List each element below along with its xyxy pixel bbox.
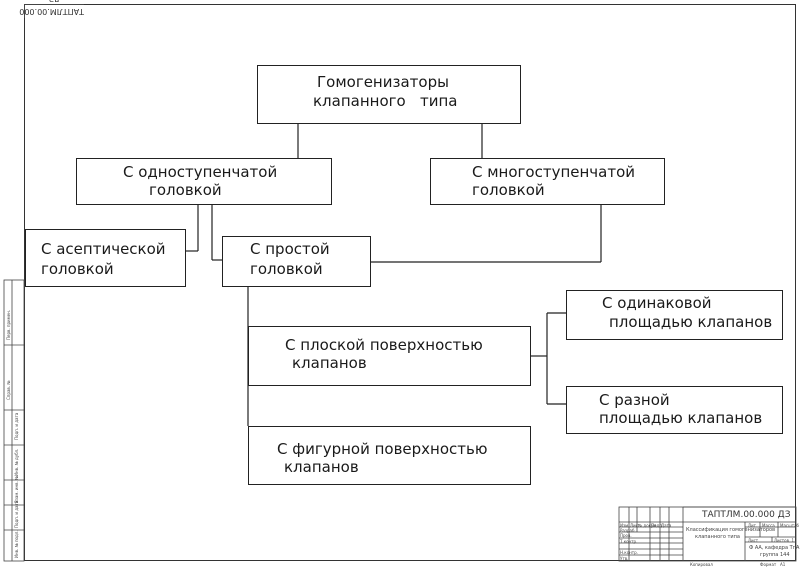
col-header-doc: № докум. (638, 523, 658, 528)
title-block-grid (3, 279, 797, 562)
side-label-ref-no: Справ. № (6, 380, 11, 400)
title-block-doc-code: ТАПТЛМ.00.000 ДЗ (702, 510, 791, 520)
node-flat-line2: клапанов (292, 354, 367, 372)
node-flat-surface-valves: С плоской поверхностью клапанов (248, 326, 531, 386)
sheet-number: Лист (748, 538, 759, 543)
node-figured-surface-valves: С фигурной поверхностью клапанов (248, 426, 531, 485)
side-label-orig-inv: Инв. № подл. (14, 530, 19, 558)
node-valve-homogenizers: Гомогенизаторы клапанного типа (257, 65, 521, 124)
title-block-org-line2: группа 144 (760, 552, 790, 558)
role-checker: Пров. (620, 533, 632, 538)
title-block-org-line1: Ф АА, кафедра ТпА (749, 545, 800, 551)
node-equal-valve-area: С одинаковой площадью клапанов (566, 290, 783, 340)
node-simple-line1: С простой (250, 240, 330, 258)
col-header-date: Дата (661, 523, 672, 528)
node-multi-stage-head: С многоступенчатой головкой (430, 158, 665, 205)
col-header-sign: Подп. (651, 523, 664, 528)
side-label-sign-date-2: Подп. и дата (14, 500, 19, 528)
node-figured-line2: клапанов (284, 458, 359, 476)
node-different-valve-area: С разной площадью клапанов (566, 386, 783, 434)
sheet-count: Листов 1 (774, 538, 795, 543)
sheet-header-scale: Масштаб (780, 523, 800, 528)
node-root-line2: клапанного типа (313, 92, 458, 110)
node-root-line1: Гомогенизаторы (317, 73, 449, 91)
node-multi-stage-line1: С многоступенчатой (472, 163, 636, 181)
node-aseptic-line2: головкой (41, 260, 114, 278)
side-label-sign-date-1: Подп. и дата (14, 412, 19, 440)
node-equal-area-line1: С одинаковой (602, 294, 712, 312)
node-flat-line1: С плоской поверхностью (285, 336, 483, 354)
col-header-list: Лист (630, 523, 641, 528)
title-block-title-line1: Классификация гомогенизаторов (686, 527, 776, 533)
role-tech-control: Т.контр. (620, 539, 638, 544)
sheet-header-mass: Масса (762, 523, 775, 528)
node-simple-head: С простой головкой (222, 236, 371, 287)
node-figured-line1: С фигурной поверхностью (277, 440, 488, 458)
node-single-stage-line2: головкой (149, 181, 222, 199)
node-simple-line2: головкой (250, 260, 323, 278)
drawing-frame (24, 4, 796, 561)
node-multi-stage-line2: головкой (472, 181, 545, 199)
node-different-area-line1: С разной (599, 391, 670, 409)
node-different-area-line2: площадью клапанов (599, 409, 763, 427)
role-approved: Утв. (620, 556, 629, 561)
side-label-first-use: Перв. примен. (6, 309, 11, 340)
side-label-dup-inv: Инв. № дубл. (14, 448, 19, 476)
node-single-stage-line1: С одноступенчатой (123, 163, 278, 181)
title-block-title-line2: клапанного типа (695, 534, 740, 540)
node-aseptic-line1: С асептической (41, 240, 166, 258)
node-single-stage-head: С одноступенчатой головкой (76, 158, 332, 205)
role-developer: Разраб. (620, 528, 636, 533)
node-aseptic-head: С асептической головкой (25, 229, 186, 287)
role-norm-control: Н.контр. (620, 550, 638, 555)
node-equal-area-line2: площадью клапанов (609, 313, 773, 331)
sheet-header-lit: Лит. (748, 523, 758, 528)
side-label-repl-inv: Взам. инв. № (14, 475, 19, 503)
col-header-izm: Изм. (620, 523, 630, 528)
